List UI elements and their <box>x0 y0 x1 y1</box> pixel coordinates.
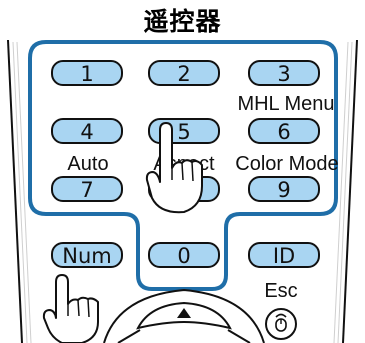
diagram-title: 遥控器 <box>143 7 222 36</box>
svg-text:4: 4 <box>80 120 93 144</box>
svg-text:Num: Num <box>62 244 111 268</box>
remote-body-shading <box>12 41 353 343</box>
key-2[interactable]: 2 <box>148 60 220 86</box>
svg-text:9: 9 <box>277 178 290 202</box>
pointing-hand-icon-lower <box>42 274 99 343</box>
up-arrow-icon <box>177 308 191 318</box>
remote-left-edge <box>7 39 23 343</box>
svg-text:2: 2 <box>177 62 190 86</box>
num-key[interactable]: Num <box>51 242 123 268</box>
navigation-pad[interactable] <box>103 288 265 343</box>
svg-text:5: 5 <box>177 120 190 144</box>
svg-text:1: 1 <box>80 62 93 86</box>
esc-caption: Esc <box>264 280 297 302</box>
auto-caption: Auto <box>67 153 108 175</box>
esc-button[interactable] <box>265 308 297 340</box>
key-0[interactable]: 0 <box>148 242 220 268</box>
svg-text:0: 0 <box>177 244 190 268</box>
key-6[interactable]: 6 <box>248 118 320 144</box>
mhl-menu-caption: MHL Menu <box>237 93 334 115</box>
svg-text:3: 3 <box>277 62 290 86</box>
remote-right-edge <box>342 39 358 343</box>
svg-text:ID: ID <box>273 244 295 268</box>
svg-text:7: 7 <box>80 178 93 202</box>
svg-text:6: 6 <box>277 120 290 144</box>
key-1[interactable]: 1 <box>51 60 123 86</box>
id-key[interactable]: ID <box>248 242 320 268</box>
key-4[interactable]: 4 <box>51 118 123 144</box>
pointing-hand-icon-upper <box>145 122 203 214</box>
key-9[interactable]: 9 <box>248 176 320 202</box>
color-mode-caption: Color Mode <box>235 153 338 175</box>
escape-icon <box>275 313 287 332</box>
key-3[interactable]: 3 <box>248 60 320 86</box>
key-7[interactable]: 7 <box>51 176 123 202</box>
numeric-keypad-highlight <box>28 40 338 291</box>
